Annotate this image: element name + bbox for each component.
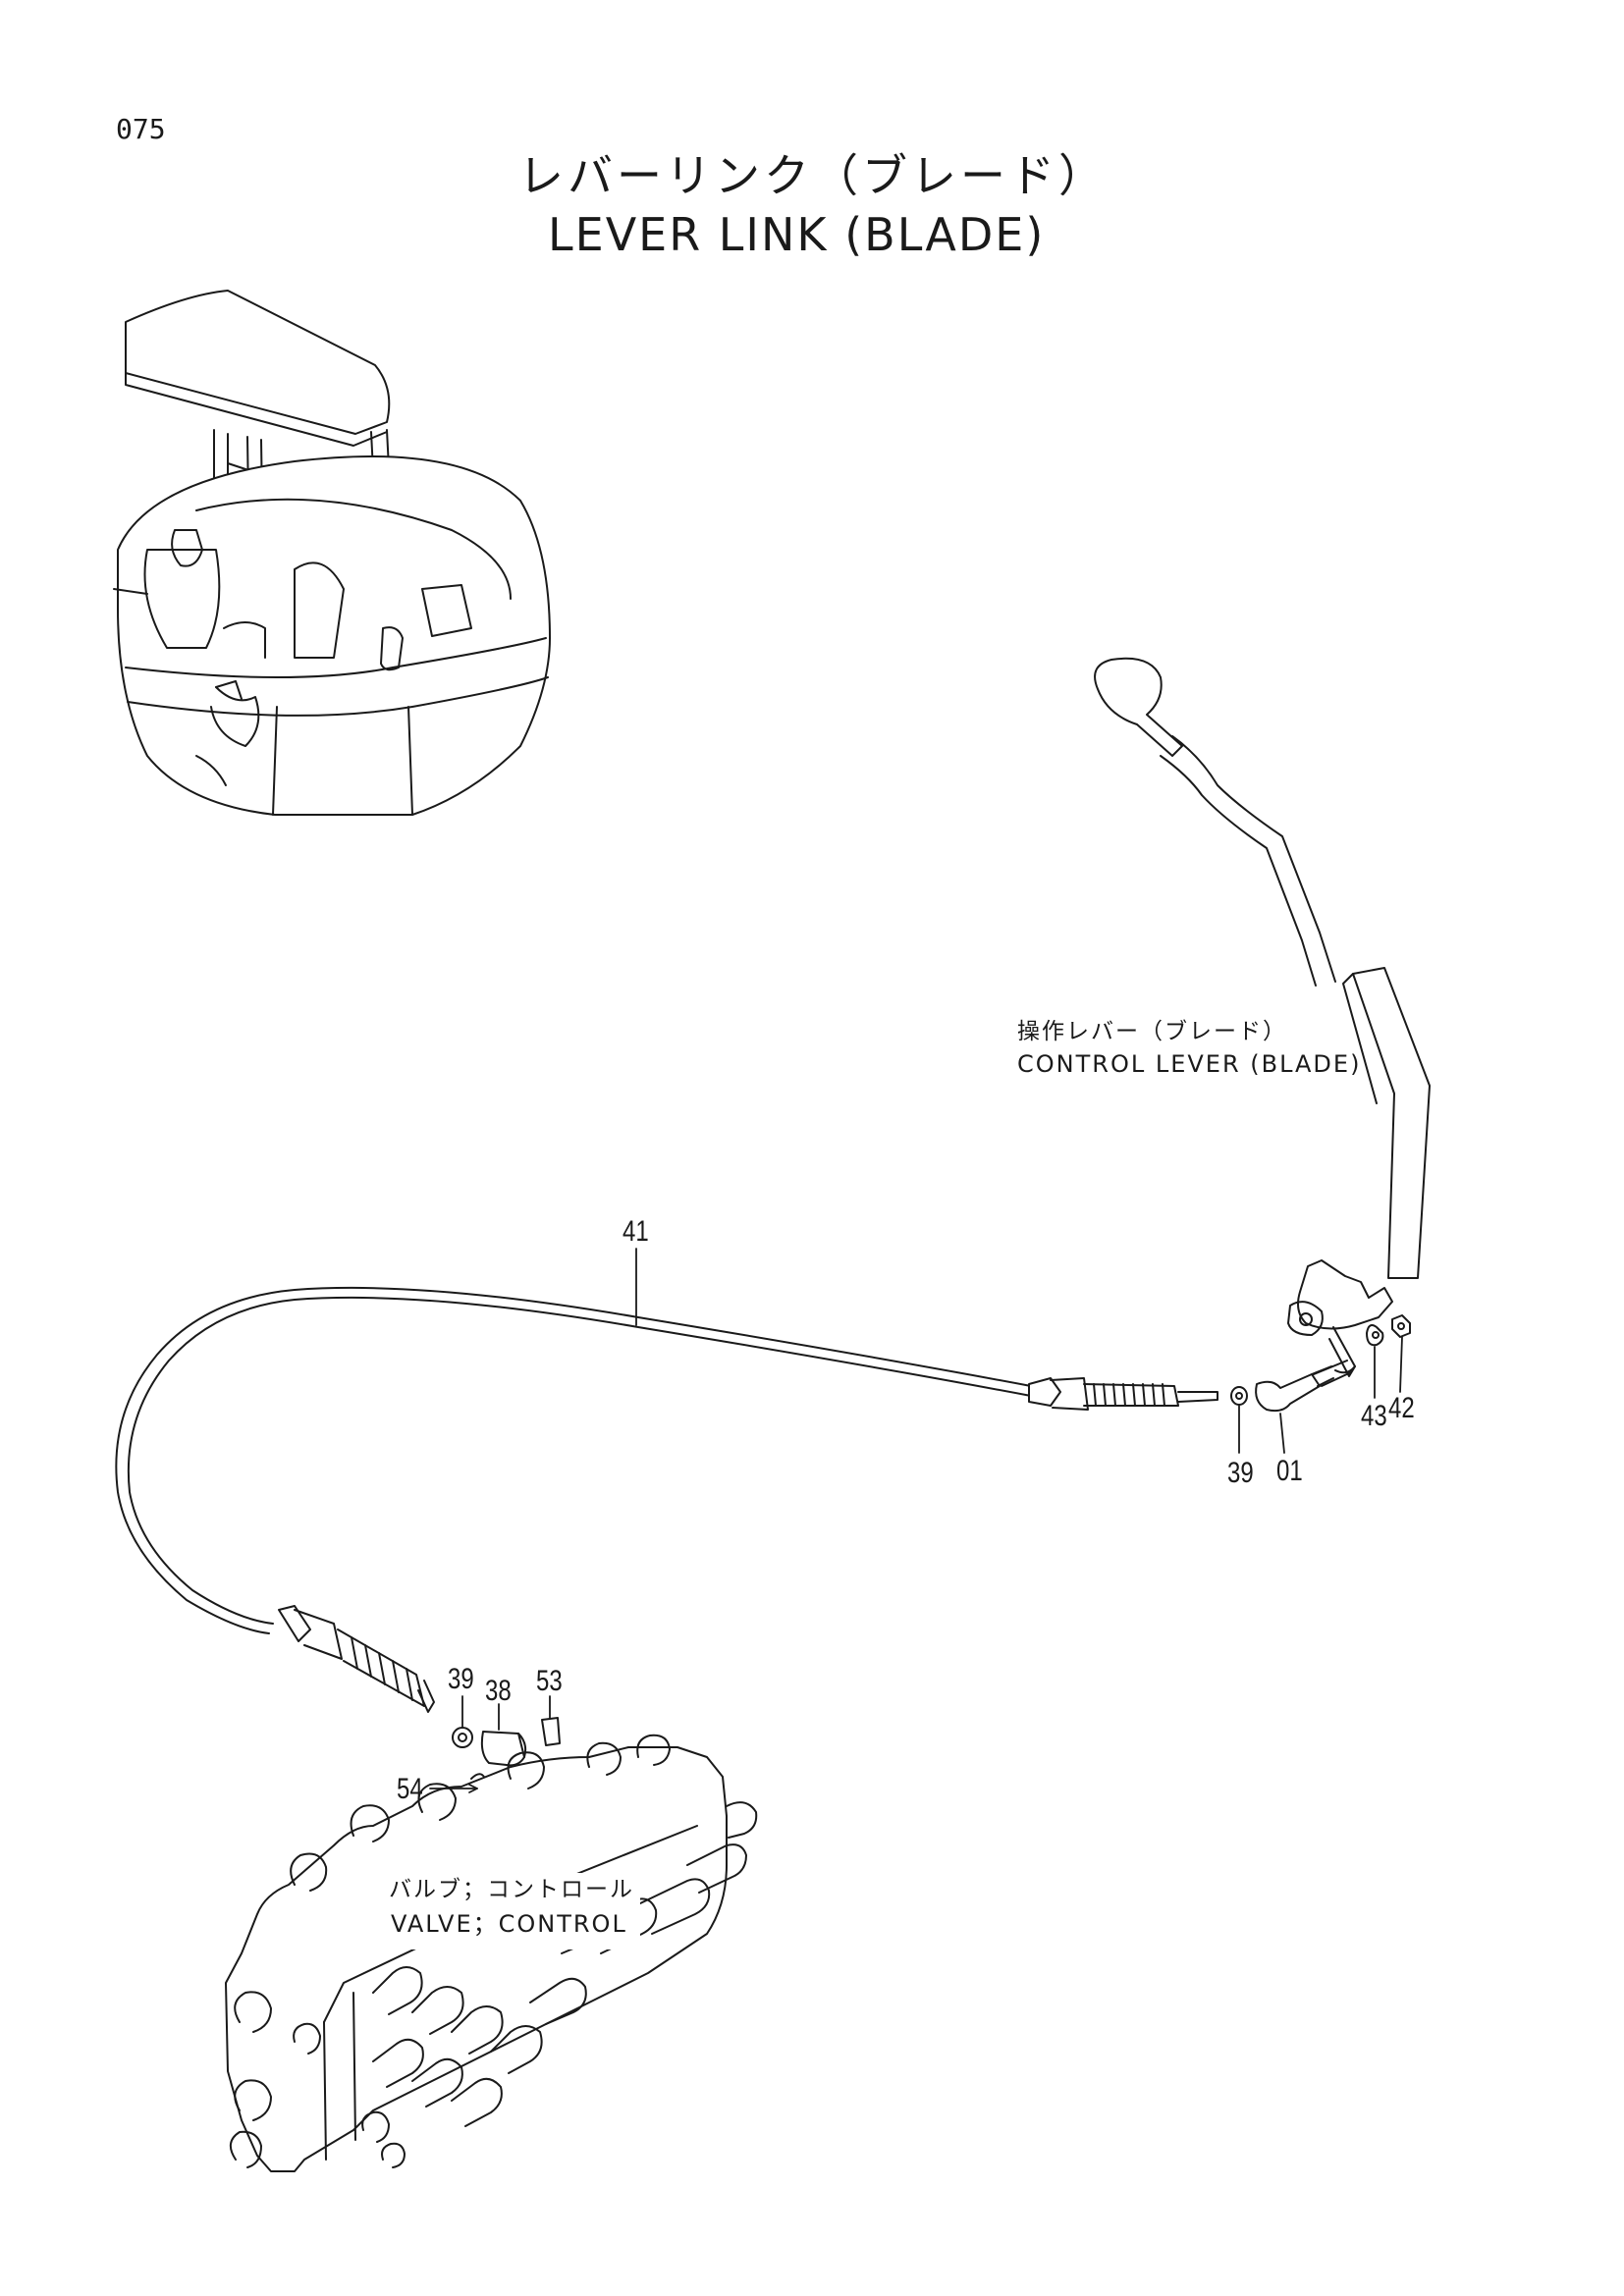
control-cable-illustration (116, 1288, 1333, 1712)
callout-42-nut: 42 (1388, 1392, 1415, 1424)
leader-lines (430, 1249, 1402, 1792)
callout-38-pin: 38 (485, 1675, 512, 1707)
page-number: 075 (116, 113, 166, 145)
callout-43-washer: 43 (1361, 1400, 1387, 1432)
control-lever-label-en: CONTROL LEVER (BLADE) (1017, 1050, 1362, 1078)
callout-53-split-pin: 53 (536, 1665, 563, 1697)
title-japanese: レバーリンク（ブレード） (518, 149, 1108, 202)
valve-label-en: VALVE；CONTROL (391, 1910, 627, 1938)
callout-54-clip: 54 (397, 1773, 423, 1805)
callout-41-cable: 41 (623, 1215, 649, 1248)
machine-overview-illustration (114, 291, 550, 815)
control-lever-label-jp: 操作レバー（ブレード） (1017, 1019, 1287, 1044)
control-valve-illustration (226, 1735, 756, 2171)
callout-39-lower-washer: 39 (448, 1663, 474, 1695)
title-english: LEVER LINK (BLADE) (548, 208, 1046, 261)
callout-01-joint: 01 (1276, 1455, 1303, 1487)
valve-label-jp: バルブ；コントロール (389, 1877, 634, 1902)
callout-39-upper-washer: 39 (1227, 1457, 1254, 1489)
